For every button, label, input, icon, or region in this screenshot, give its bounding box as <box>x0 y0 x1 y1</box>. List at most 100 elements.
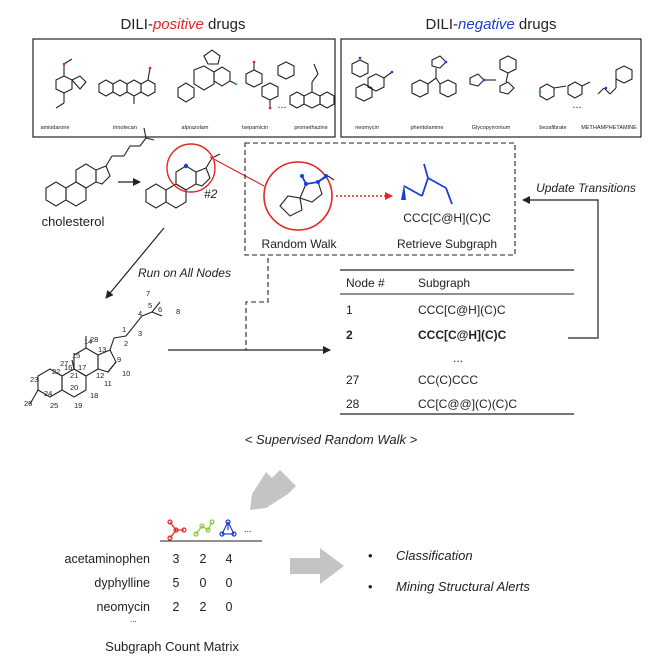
subgraph-table: Node # Subgraph 1 CCC[C@H](C)C 2 CCC[C@H… <box>340 269 574 415</box>
drug-label-amiodarone: amiodarone <box>40 125 69 131</box>
node-marker-label: #2 <box>204 187 218 201</box>
drug-label-irinotecan: irinotecan <box>113 125 137 131</box>
numbered-skeleton <box>29 301 163 405</box>
svg-text:2: 2 <box>173 600 180 614</box>
subgraph-icon-blue <box>219 519 237 537</box>
retrieved-smiles: CCC[C@H](C)C <box>403 211 491 225</box>
atom-number: 17 <box>78 363 86 372</box>
drug-label-promethazine: promethazine <box>294 125 327 131</box>
atom-number: 9 <box>117 355 121 364</box>
random-walk-structure <box>279 175 335 217</box>
svg-text:1: 1 <box>346 303 353 317</box>
drug-label-glycopyrronium: Glycopyrronium <box>472 125 511 131</box>
drug-label-neomycin: neomycin <box>355 125 379 131</box>
bullet: • <box>368 548 373 563</box>
negative-drug-labels: neomycin phentolamine Glycopyrronium bez… <box>355 125 637 131</box>
heteroatom-dots-positive <box>62 60 272 110</box>
atom-number: 18 <box>90 391 98 400</box>
svg-text:0: 0 <box>200 576 207 590</box>
svg-text:CC(C)CCC: CC(C)CCC <box>418 373 478 387</box>
atom-number: 22 <box>52 367 60 376</box>
svg-text:4: 4 <box>226 552 233 566</box>
random-walk-label: Random Walk <box>262 237 338 251</box>
svg-text:2: 2 <box>346 328 353 342</box>
chlorine-dots <box>234 82 542 94</box>
matrix-row: dyphylline 5 0 0 <box>94 576 232 590</box>
drug-label-phentolamine: phentolamine <box>410 125 443 131</box>
atom-number: 24 <box>44 389 52 398</box>
positive-drugs-panel <box>32 38 336 138</box>
svg-text:acetaminophen: acetaminophen <box>65 552 151 566</box>
count-matrix: acetaminophen 3 2 4 dyphylline 5 0 0 neo… <box>65 552 233 614</box>
table-row: 1 CCC[C@H](C)C <box>346 303 506 317</box>
subgraph-icon-green <box>193 519 215 537</box>
positive-ellipsis: ... <box>277 99 286 111</box>
svg-text:dyphylline: dyphylline <box>94 576 150 590</box>
atom-number: 12 <box>96 371 104 380</box>
matrix-row-ellipsis: ... <box>130 615 137 624</box>
table-row: 27 CC(C)CCC <box>346 373 478 387</box>
atom-number: 14 <box>84 337 92 346</box>
negative-structures <box>351 55 633 102</box>
svg-text:neomycin: neomycin <box>97 600 151 614</box>
svg-text:3: 3 <box>173 552 180 566</box>
supervised-random-walk-caption: < Supervised Random Walk > <box>245 432 418 447</box>
matrix-row: neomycin 2 2 0 <box>97 600 233 614</box>
table-row: 2 CCC[C@H](C)C <box>346 328 507 342</box>
retrieved-subgraph-structure <box>403 163 453 205</box>
table-header-subgraph: Subgraph <box>418 276 470 290</box>
cholesterol-node-structure <box>145 153 221 209</box>
cholesterol-label: cholesterol <box>42 214 105 229</box>
svg-text:Mining Structural Alerts: Mining Structural Alerts <box>396 579 530 594</box>
atom-number-labels: 1 2 3 4 5 6 7 8 9 10 11 12 13 14 15 16 1… <box>24 289 180 410</box>
run-all-nodes-label: Run on All Nodes <box>138 266 231 280</box>
atom-number: 15 <box>72 351 80 360</box>
right-gray-arrow <box>290 548 344 584</box>
matrix-header-icons <box>167 519 237 541</box>
update-transitions-label: Update Transitions <box>536 181 636 195</box>
drug-label-isepamicin: Isepamicin <box>242 125 268 131</box>
atom-number: 5 <box>148 301 152 310</box>
atom-number: 23 <box>30 375 38 384</box>
table-gap-ellipsis: ... <box>453 351 463 365</box>
positive-structures <box>55 49 335 109</box>
update-transitions-arrow <box>522 196 599 339</box>
svg-text:CC[C@@](C)(C)C: CC[C@@](C)(C)C <box>418 397 517 411</box>
box-to-table-connector <box>245 258 269 350</box>
svg-text:CCC[C@H](C)C: CCC[C@H](C)C <box>418 303 506 317</box>
output-list: • Classification • Mining Structural Ale… <box>368 548 530 594</box>
svg-text:5: 5 <box>173 576 180 590</box>
atom-number: 4 <box>138 309 142 318</box>
atom-number: 2 <box>124 339 128 348</box>
matrix-row: acetaminophen 3 2 4 <box>65 552 233 566</box>
atom-number: 26 <box>24 399 32 408</box>
atom-number: 7 <box>146 289 150 298</box>
cholesterol-structure <box>45 127 155 207</box>
selected-node-dot <box>183 163 189 169</box>
svg-text:2: 2 <box>200 600 207 614</box>
subgraph-icon-red <box>167 519 187 541</box>
atom-number: 6 <box>158 305 162 314</box>
svg-text:Classification: Classification <box>396 548 473 563</box>
atom-number: 27 <box>60 359 68 368</box>
table-row: 28 CC[C@@](C)(C)C <box>346 397 517 411</box>
run-all-nodes-arrow <box>105 227 165 299</box>
down-gray-arrow <box>250 470 296 510</box>
selected-node-circle <box>166 143 216 193</box>
random-walk-zoom-circle <box>263 161 333 231</box>
random-walk-box <box>244 142 516 256</box>
drug-label-alprazolam: alprazolam <box>182 125 209 131</box>
atom-number: 8 <box>176 307 180 316</box>
positive-drug-labels: amiodarone irinotecan alprazolam Isepami… <box>40 125 327 131</box>
atom-number: 20 <box>70 383 78 392</box>
atom-number: 16 <box>64 363 72 372</box>
count-matrix-caption: Subgraph Count Matrix <box>105 639 239 654</box>
list-item: • Mining Structural Alerts <box>368 579 530 594</box>
svg-text:0: 0 <box>226 600 233 614</box>
list-item: • Classification <box>368 548 473 563</box>
drug-label-methamphetamine: METHAMPHETAMINE <box>581 125 637 131</box>
heteroatom-dots-negative <box>358 56 608 90</box>
atom-number: 25 <box>50 401 58 410</box>
svg-text:27: 27 <box>346 373 360 387</box>
